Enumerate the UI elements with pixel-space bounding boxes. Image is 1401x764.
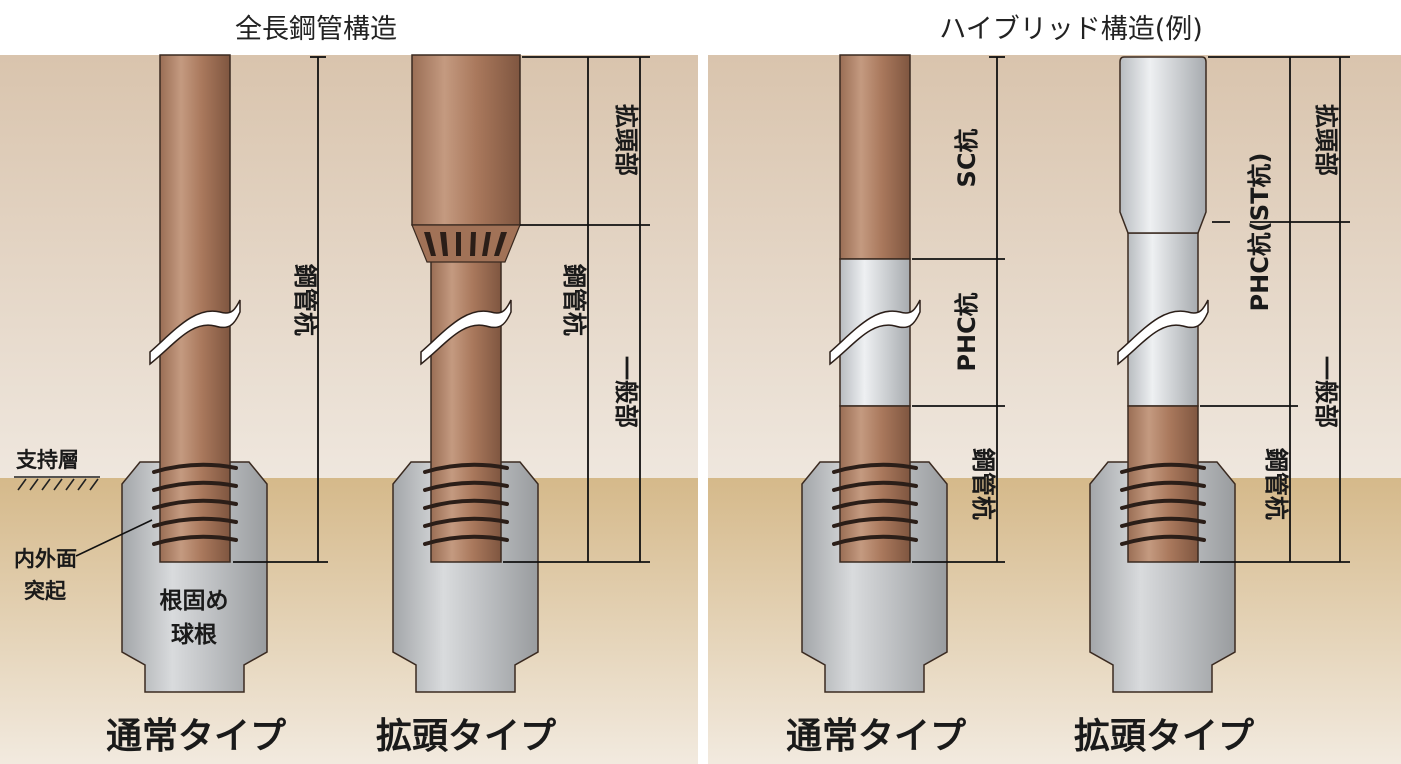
protrusion-coil [832, 462, 918, 546]
pipe-break [829, 299, 921, 366]
dimension-steel-pile-2: 鋼管杭 [503, 56, 598, 563]
left-soil-panel [0, 55, 698, 764]
label-sc-pile: SC杭 [953, 129, 981, 188]
protrusion-coil [423, 462, 509, 546]
protrusion-label-line2: 突起 [24, 579, 67, 603]
caption-left-expanded: 拡頭タイプ [376, 716, 556, 757]
label-steel-pile-1: 鋼管杭 [291, 264, 319, 336]
label-expanded-head-1: 拡頭部 [612, 104, 640, 176]
label-expanded-head-2: 拡頭部 [1312, 104, 1340, 176]
dimension-general-part-1: 一般部 [598, 225, 650, 563]
label-phc-st-pile: PHC杭(ST杭) [1246, 153, 1274, 312]
pile-right-normal [801, 54, 948, 693]
heading-full-steel: 全長鋼管構造 [235, 14, 397, 45]
label-general-part-2: 一般部 [1312, 356, 1340, 428]
label-steel-pile-2: 鋼管杭 [560, 264, 588, 336]
pile-left-normal [121, 54, 268, 693]
root-bulb-label-line1: 根固め [160, 588, 229, 614]
taper-ribs [411, 224, 521, 263]
pile-left-expanded [392, 54, 539, 693]
pipe-break [420, 299, 512, 366]
protrusion-label-line1: 内外面 [14, 547, 77, 571]
dimension-steel-pile-1: 鋼管杭 [233, 56, 328, 563]
steel-pipe [430, 227, 502, 563]
heading-hybrid: ハイブリッド構造(例) [939, 14, 1203, 45]
label-general-part-1: 一般部 [612, 356, 640, 428]
caption-left-normal: 通常タイプ [106, 716, 286, 757]
dimension-hybrid-normal: SC杭 PHC杭 鋼管杭 [912, 56, 1005, 563]
pile-right-expanded [1089, 56, 1236, 693]
label-steel-pile-3: 鋼管杭 [969, 448, 997, 520]
protrusion-coil [152, 462, 238, 546]
bearing-layer-hatch [14, 476, 100, 491]
root-bulb-label-line2: 球根 [171, 622, 217, 648]
expanded-head [411, 54, 521, 226]
caption-right-expanded: 拡頭タイプ [1074, 716, 1254, 757]
dimension-expanded-head-1: 拡頭部 [520, 56, 650, 226]
caption-right-normal: 通常タイプ [786, 716, 966, 757]
taper-slots [424, 232, 507, 256]
pipe-break [149, 299, 241, 366]
phc-st-pile-head [1119, 56, 1207, 234]
label-steel-pile-4: 鋼管杭 [1262, 448, 1290, 520]
label-phc-pile: PHC杭 [953, 292, 981, 371]
steel-pipe [159, 54, 231, 563]
dimension-hybrid-expanded: PHC杭(ST杭) 鋼管杭 拡頭部 一般部 [1200, 56, 1350, 563]
protrusion-coil [1120, 462, 1206, 546]
bearing-layer-label: 支持層 [16, 448, 79, 472]
protrusion-leader [75, 519, 153, 557]
pipe-break [1117, 299, 1209, 366]
sc-pile-section [839, 54, 911, 260]
